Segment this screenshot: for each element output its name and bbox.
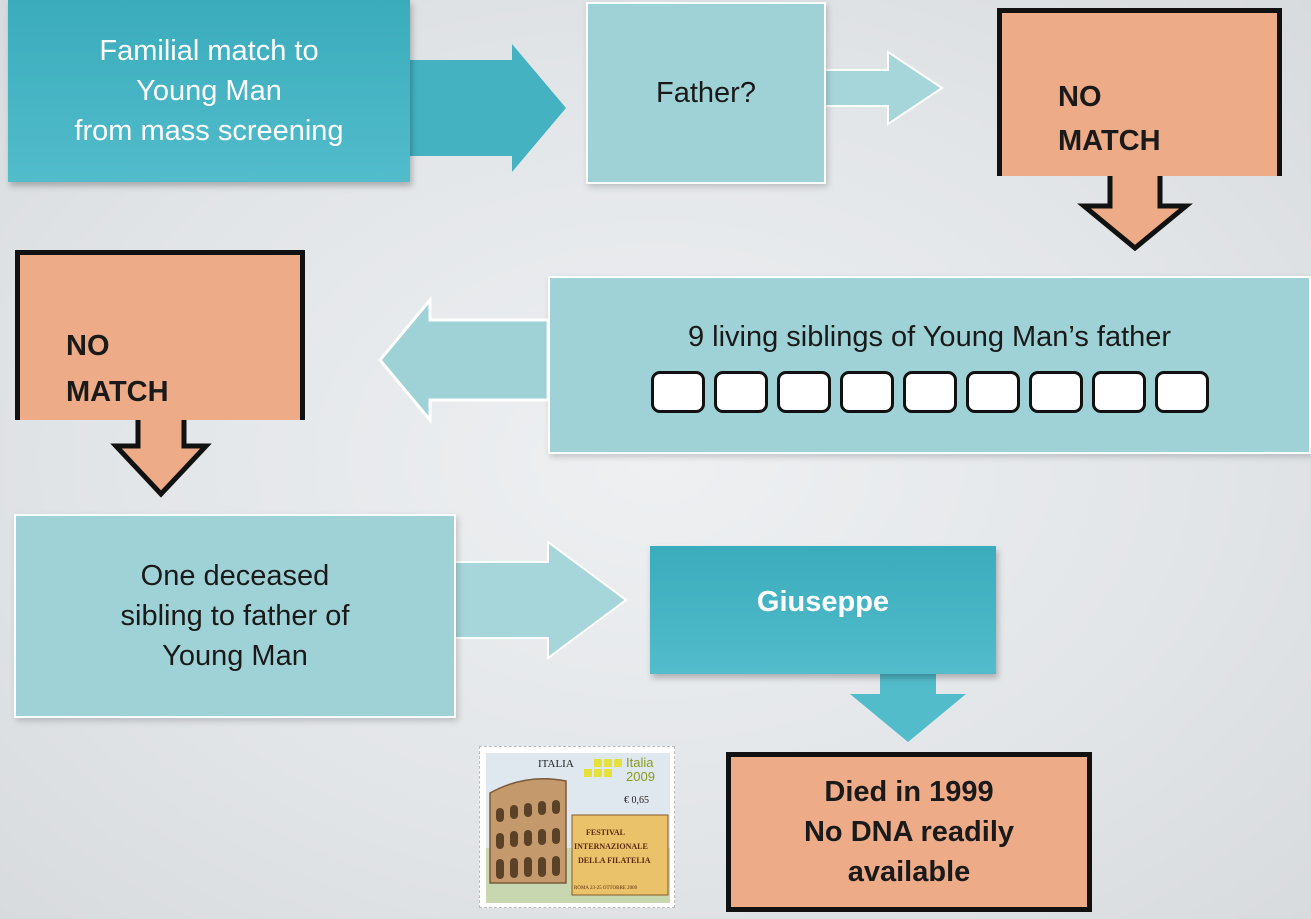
no-match-1-line-2: MATCH (1058, 125, 1161, 157)
died-line-2: No DNA readily (803, 816, 1015, 848)
stamp-festival-3: DELLA FILATELIA (578, 856, 651, 865)
living-siblings-title: 9 living siblings of Young Man’s father (687, 321, 1172, 353)
familial-match-box: Familial match to Young Man from mass sc… (8, 0, 410, 182)
no-match-2-line-2: MATCH (66, 376, 169, 408)
sibling-square (902, 371, 957, 413)
sibling-row (650, 371, 1209, 413)
no-match-box-1: NO MATCH (997, 8, 1282, 176)
sibling-square (1028, 371, 1083, 413)
deceased-line-3: Young Man (162, 640, 308, 672)
deceased-sibling-box: One deceased sibling to father of Young … (14, 514, 456, 718)
father-box: Father? (586, 2, 826, 184)
sibling-square (713, 371, 768, 413)
deceased-line-2: sibling to father of (120, 600, 350, 632)
sibling-square (1154, 371, 1209, 413)
no-match-1-line-1: NO (1058, 81, 1102, 113)
sibling-square (965, 371, 1020, 413)
sibling-square (839, 371, 894, 413)
familial-match-line-2: Young Man (136, 75, 282, 107)
living-siblings-box: 9 living siblings of Young Man’s father (548, 276, 1311, 454)
no-match-box-2: NO MATCH (15, 250, 305, 420)
died-line-1: Died in 1999 (824, 776, 994, 808)
familial-match-line-1: Familial match to (99, 35, 319, 67)
stamp-artwork: ITALIA Italia 2009 € 0,65 FESTIVAL INTER… (486, 753, 670, 903)
sibling-square (1091, 371, 1146, 413)
familial-match-line-3: from mass screening (74, 115, 344, 147)
stamp-event-year: 2009 (626, 769, 655, 784)
stamp-festival-2: INTERNAZIONALE (574, 842, 648, 851)
sibling-square (650, 371, 705, 413)
no-match-2-line-1: NO (66, 330, 110, 362)
died-box: Died in 1999 No DNA readily available (726, 752, 1092, 912)
deceased-line-1: One deceased (140, 560, 330, 592)
sibling-square (776, 371, 831, 413)
stamp-festival-1: FESTIVAL (586, 828, 625, 837)
died-line-3: available (847, 856, 971, 888)
father-label: Father? (656, 77, 756, 109)
stamp-event-name: Italia (626, 755, 654, 770)
stamp-dates: ROMA 23-25 OTTOBRE 2009 (574, 886, 638, 891)
stamp-country: ITALIA (538, 758, 574, 770)
giuseppe-label: Giuseppe (756, 586, 890, 618)
italia-stamp-image: ITALIA Italia 2009 € 0,65 FESTIVAL INTER… (479, 746, 675, 908)
giuseppe-box: Giuseppe (650, 546, 996, 674)
stamp-price: € 0,65 (624, 795, 649, 806)
